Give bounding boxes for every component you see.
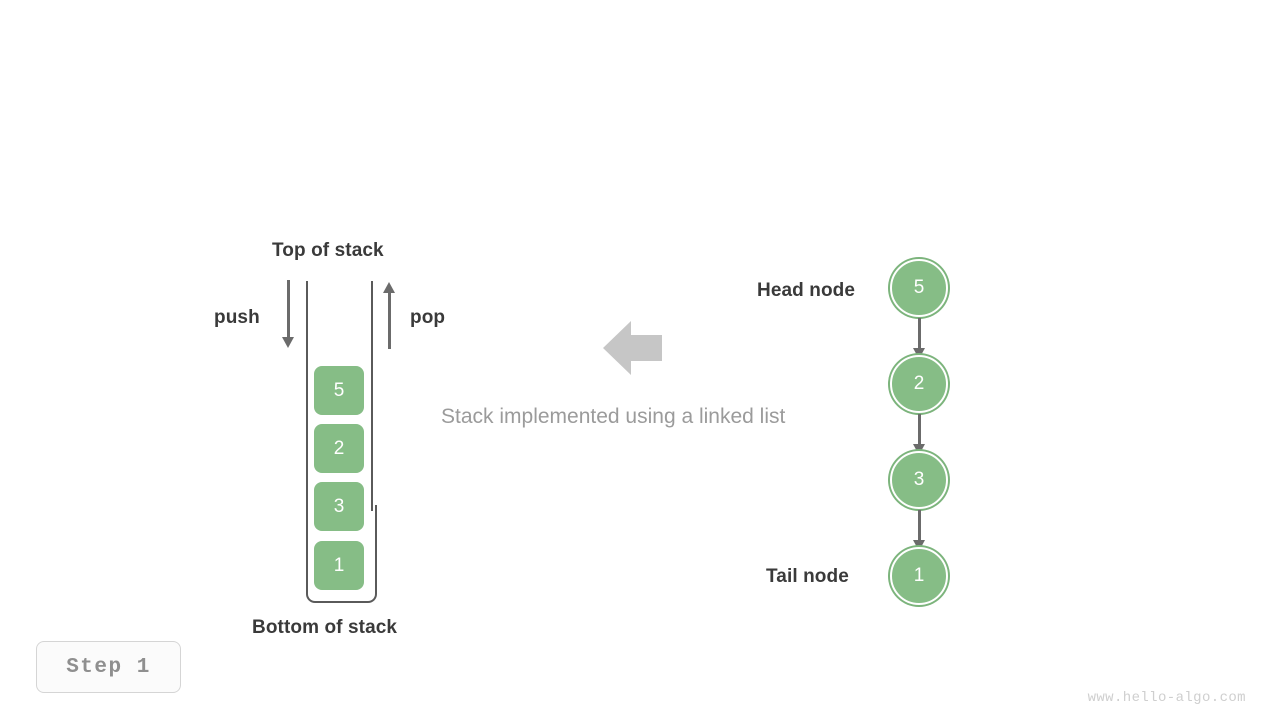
node-link-shaft [918, 510, 921, 542]
pop-arrow-shaft [388, 293, 391, 349]
head-node-label: Head node [757, 280, 856, 301]
bottom-of-stack-label: Bottom of stack [252, 617, 398, 638]
linked-list-node[interactable]: 1 [890, 547, 948, 605]
tail-node-label: Tail node [766, 566, 849, 587]
stack-cell[interactable]: 3 [314, 482, 364, 531]
pop-arrow-head-icon [383, 282, 395, 293]
pop-label: pop [410, 307, 446, 328]
stack-right-wall [371, 281, 373, 511]
push-label: push [214, 307, 260, 328]
push-arrow-head-icon [282, 337, 294, 348]
top-of-stack-label: Top of stack [272, 240, 384, 261]
stack-cell[interactable]: 5 [314, 366, 364, 415]
linked-list-node[interactable]: 2 [890, 355, 948, 413]
node-link-arrow-icon [913, 540, 925, 551]
watermark: www.hello-algo.com [1087, 690, 1246, 706]
node-link-shaft [918, 318, 921, 350]
stack-cell[interactable]: 1 [314, 541, 364, 590]
push-arrow-shaft [287, 280, 290, 338]
stack-cell[interactable]: 2 [314, 424, 364, 473]
stack-container-floor [306, 505, 377, 603]
linked-list-node[interactable]: 5 [890, 259, 948, 317]
linked-list-node[interactable]: 3 [890, 451, 948, 509]
stack-left-wall [306, 281, 308, 511]
node-link-arrow-icon [913, 444, 925, 455]
step-badge: Step 1 [36, 641, 181, 693]
diagram-caption: Stack implemented using a linked list [441, 405, 786, 428]
node-link-arrow-icon [913, 348, 925, 359]
node-link-shaft [918, 414, 921, 446]
left-arrow-icon [603, 319, 663, 382]
